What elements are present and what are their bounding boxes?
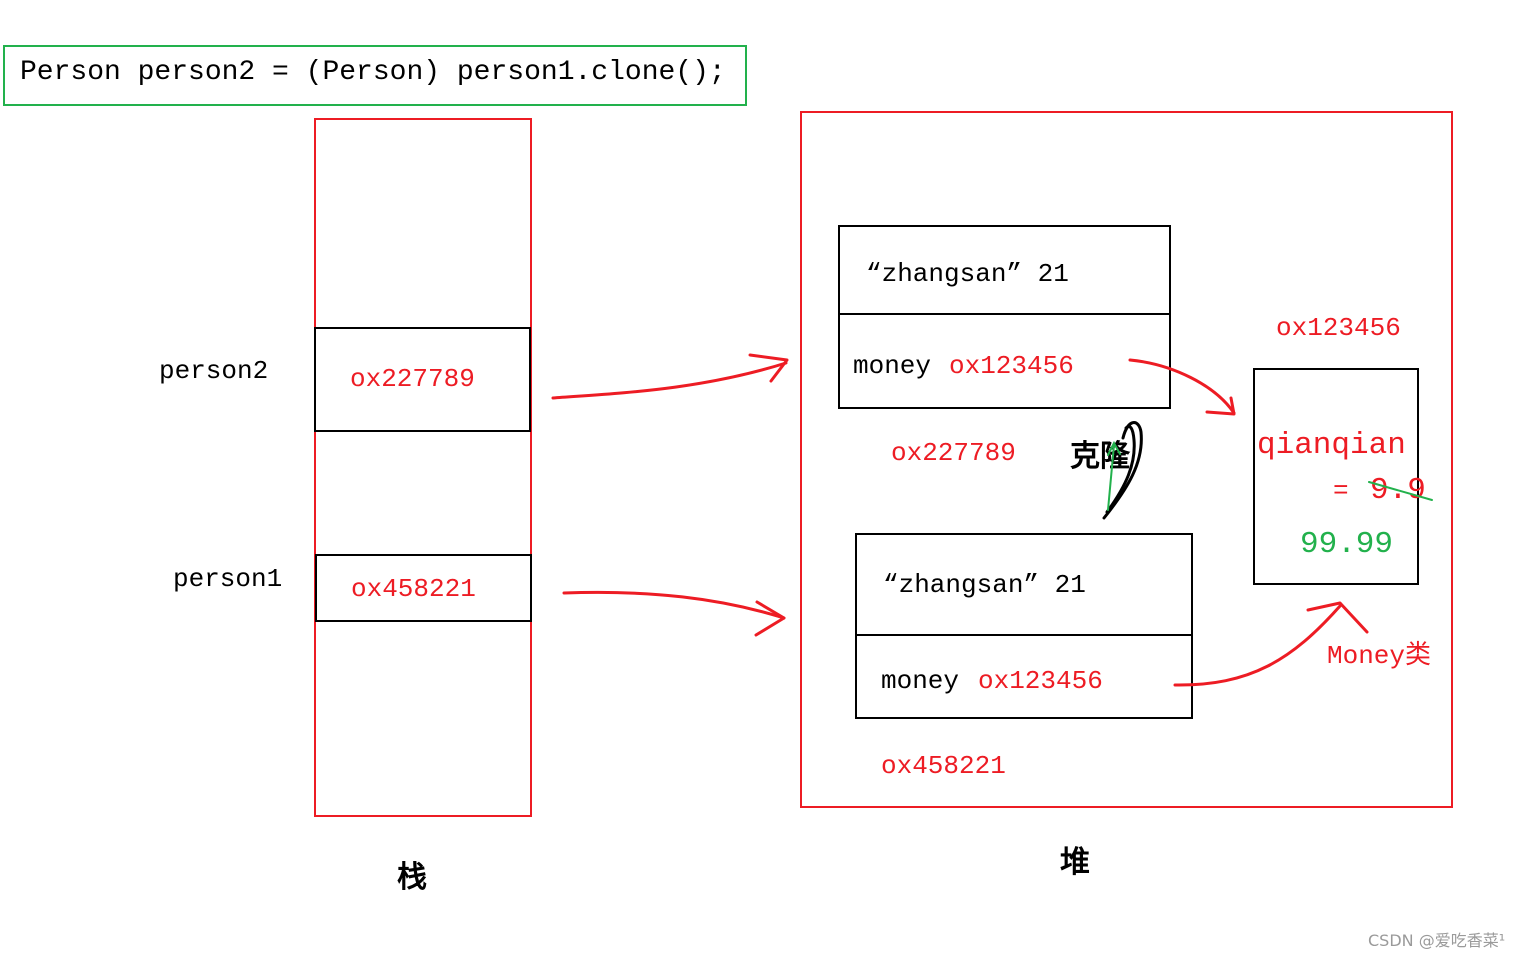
original-object-money-label: money bbox=[881, 666, 960, 696]
watermark: CSDN @爱吃香菜¹ bbox=[1368, 931, 1506, 950]
clone-label: 克隆 bbox=[1070, 439, 1130, 474]
person2-reference: ox227789 bbox=[350, 364, 475, 394]
code-statement: Person person2 = (Person) person1.clone(… bbox=[20, 57, 726, 88]
original-object-money-ref: ox123456 bbox=[978, 666, 1103, 696]
person1-to-original-arrow bbox=[562, 590, 786, 620]
person2-to-clone-arrow bbox=[551, 361, 788, 400]
cloned-person-object bbox=[838, 225, 1171, 409]
original-object-address: ox458221 bbox=[881, 751, 1006, 781]
money-object-address: ox123456 bbox=[1276, 313, 1401, 343]
cloned-object-divider bbox=[838, 313, 1171, 315]
stack-slot-person2 bbox=[314, 327, 531, 432]
person1-to-original-arrowhead bbox=[754, 600, 786, 637]
stack-title: 栈 bbox=[397, 860, 427, 895]
clone-arrow-stroke bbox=[1105, 425, 1136, 514]
person2-to-clone-arrowhead bbox=[748, 353, 789, 383]
old-value-strikethrough bbox=[1368, 481, 1433, 501]
clone-arrow bbox=[1102, 421, 1143, 520]
original-object-divider bbox=[855, 634, 1193, 636]
money-new-value: 99.99 bbox=[1300, 527, 1394, 562]
heap-frame bbox=[800, 111, 1453, 808]
cloned-object-address: ox227789 bbox=[891, 438, 1016, 468]
money-class-label: Money类 bbox=[1327, 641, 1432, 671]
money-assign-sign: = bbox=[1333, 476, 1349, 506]
person1-label: person1 bbox=[173, 564, 283, 594]
money-object bbox=[1253, 368, 1419, 585]
stack-frame bbox=[314, 118, 532, 817]
original-money-ref-arrow bbox=[1173, 604, 1342, 687]
original-money-ref-arrowhead bbox=[1306, 601, 1369, 634]
clone-money-ref-arrow bbox=[1128, 358, 1236, 415]
clone-arrow-green-mark bbox=[1107, 440, 1121, 511]
clone-money-ref-arrowhead bbox=[1205, 396, 1236, 416]
heap-title: 堆 bbox=[1060, 845, 1090, 880]
stack-slot-person1 bbox=[315, 554, 532, 622]
original-person-object bbox=[855, 533, 1193, 719]
original-object-fields: “zhangsan” 21 bbox=[883, 570, 1086, 600]
person1-reference: ox458221 bbox=[351, 574, 476, 604]
cloned-object-fields: “zhangsan” 21 bbox=[866, 259, 1069, 289]
code-statement-box bbox=[3, 45, 747, 106]
cloned-object-money-ref: ox123456 bbox=[949, 351, 1074, 381]
cloned-object-money-label: money bbox=[853, 351, 932, 381]
person2-label: person2 bbox=[159, 356, 269, 386]
money-field-name: qianqian bbox=[1257, 428, 1406, 463]
